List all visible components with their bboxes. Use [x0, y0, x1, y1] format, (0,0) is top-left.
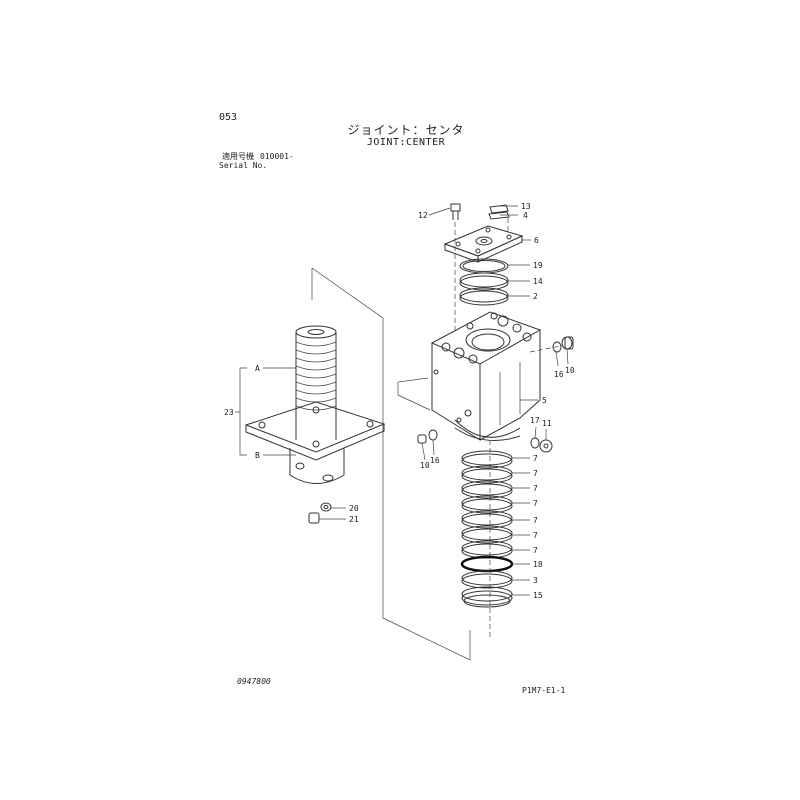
callout-leader-lines	[235, 205, 569, 596]
callout-10-right: 10	[565, 366, 575, 375]
part-seal-ring-stack	[460, 450, 514, 608]
callout-4: 4	[523, 211, 528, 220]
page-reference-code: P1M7-E1-1	[522, 686, 566, 695]
callout-7: 7	[533, 531, 538, 540]
page-code: 053	[219, 112, 238, 123]
callout-7: 7	[533, 469, 538, 478]
part-plates-13-4	[488, 204, 510, 220]
callout-a: A	[255, 364, 260, 373]
callout-15: 15	[533, 591, 543, 600]
drawing-number: 0947800	[237, 677, 271, 686]
serial-value: 010001-	[260, 152, 294, 161]
callout-7: 7	[533, 546, 538, 555]
callout-7: 7	[533, 484, 538, 493]
part-cover-6	[443, 225, 524, 263]
callout-10-left: 10	[420, 461, 430, 470]
callout-numbers: 12 13 4 6 19 14 2 16 10 5 17 11 10 16 7 …	[224, 202, 575, 600]
part-plug-17-11	[530, 437, 553, 453]
callout-12: 12	[418, 211, 428, 220]
part-plug-right	[552, 336, 574, 353]
callout-5: 5	[542, 396, 547, 405]
page-title-english: JOINT:CENTER	[366, 137, 446, 148]
part-rings-top	[459, 258, 509, 306]
callout-16-right: 16	[554, 370, 564, 379]
callout-7: 7	[533, 499, 538, 508]
callout-17: 17	[530, 416, 540, 425]
callout-23: 23	[224, 408, 234, 417]
part-plug-left	[417, 429, 438, 444]
callout-21: 21	[349, 515, 359, 524]
callout-2: 2	[533, 292, 538, 301]
callout-19: 19	[533, 261, 543, 270]
part-plugs-20-21	[308, 502, 332, 524]
part-bolt-12	[450, 203, 461, 220]
callout-3: 3	[533, 576, 538, 585]
part-spindle-assembly-23	[244, 325, 386, 484]
serial-label-japanese: 適用号機	[222, 152, 254, 161]
callout-7: 7	[533, 516, 538, 525]
callout-14: 14	[533, 277, 543, 286]
page-title-japanese: ジョイント：センタ	[347, 123, 465, 137]
callout-7: 7	[533, 454, 538, 463]
callout-13: 13	[521, 202, 531, 211]
callout-6: 6	[534, 236, 539, 245]
part-body-5	[430, 311, 542, 441]
callout-20: 20	[349, 504, 359, 513]
callout-b: B	[255, 451, 260, 460]
serial-label-english: Serial No.	[219, 161, 268, 170]
callout-11: 11	[542, 419, 552, 428]
callout-16-left: 16	[430, 456, 440, 465]
callout-18: 18	[533, 560, 543, 569]
